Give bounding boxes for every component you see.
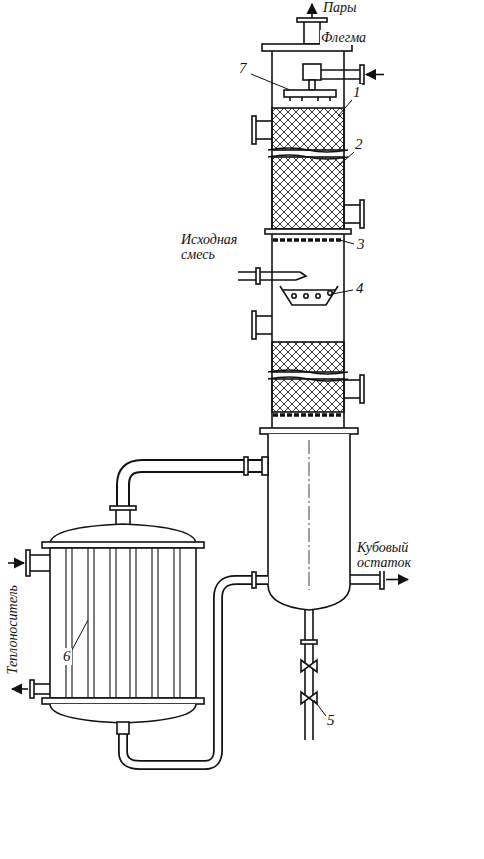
flow-label: Кубовый остаток xyxy=(356,540,428,571)
callout-number: 4 xyxy=(355,280,365,297)
callout-number: 3 xyxy=(356,236,366,253)
callout-number: 2 xyxy=(354,136,364,153)
flow-label: Пары xyxy=(322,0,358,15)
flow-label: Теплоноситель xyxy=(5,584,20,675)
flow-label: Флегма xyxy=(320,30,367,45)
callout-number: 5 xyxy=(326,712,336,729)
callout-number: 6 xyxy=(62,648,72,665)
callout-number: 1 xyxy=(352,84,362,101)
flow-label: Исходная смесь xyxy=(180,232,252,263)
callout-number: 7 xyxy=(238,60,248,77)
